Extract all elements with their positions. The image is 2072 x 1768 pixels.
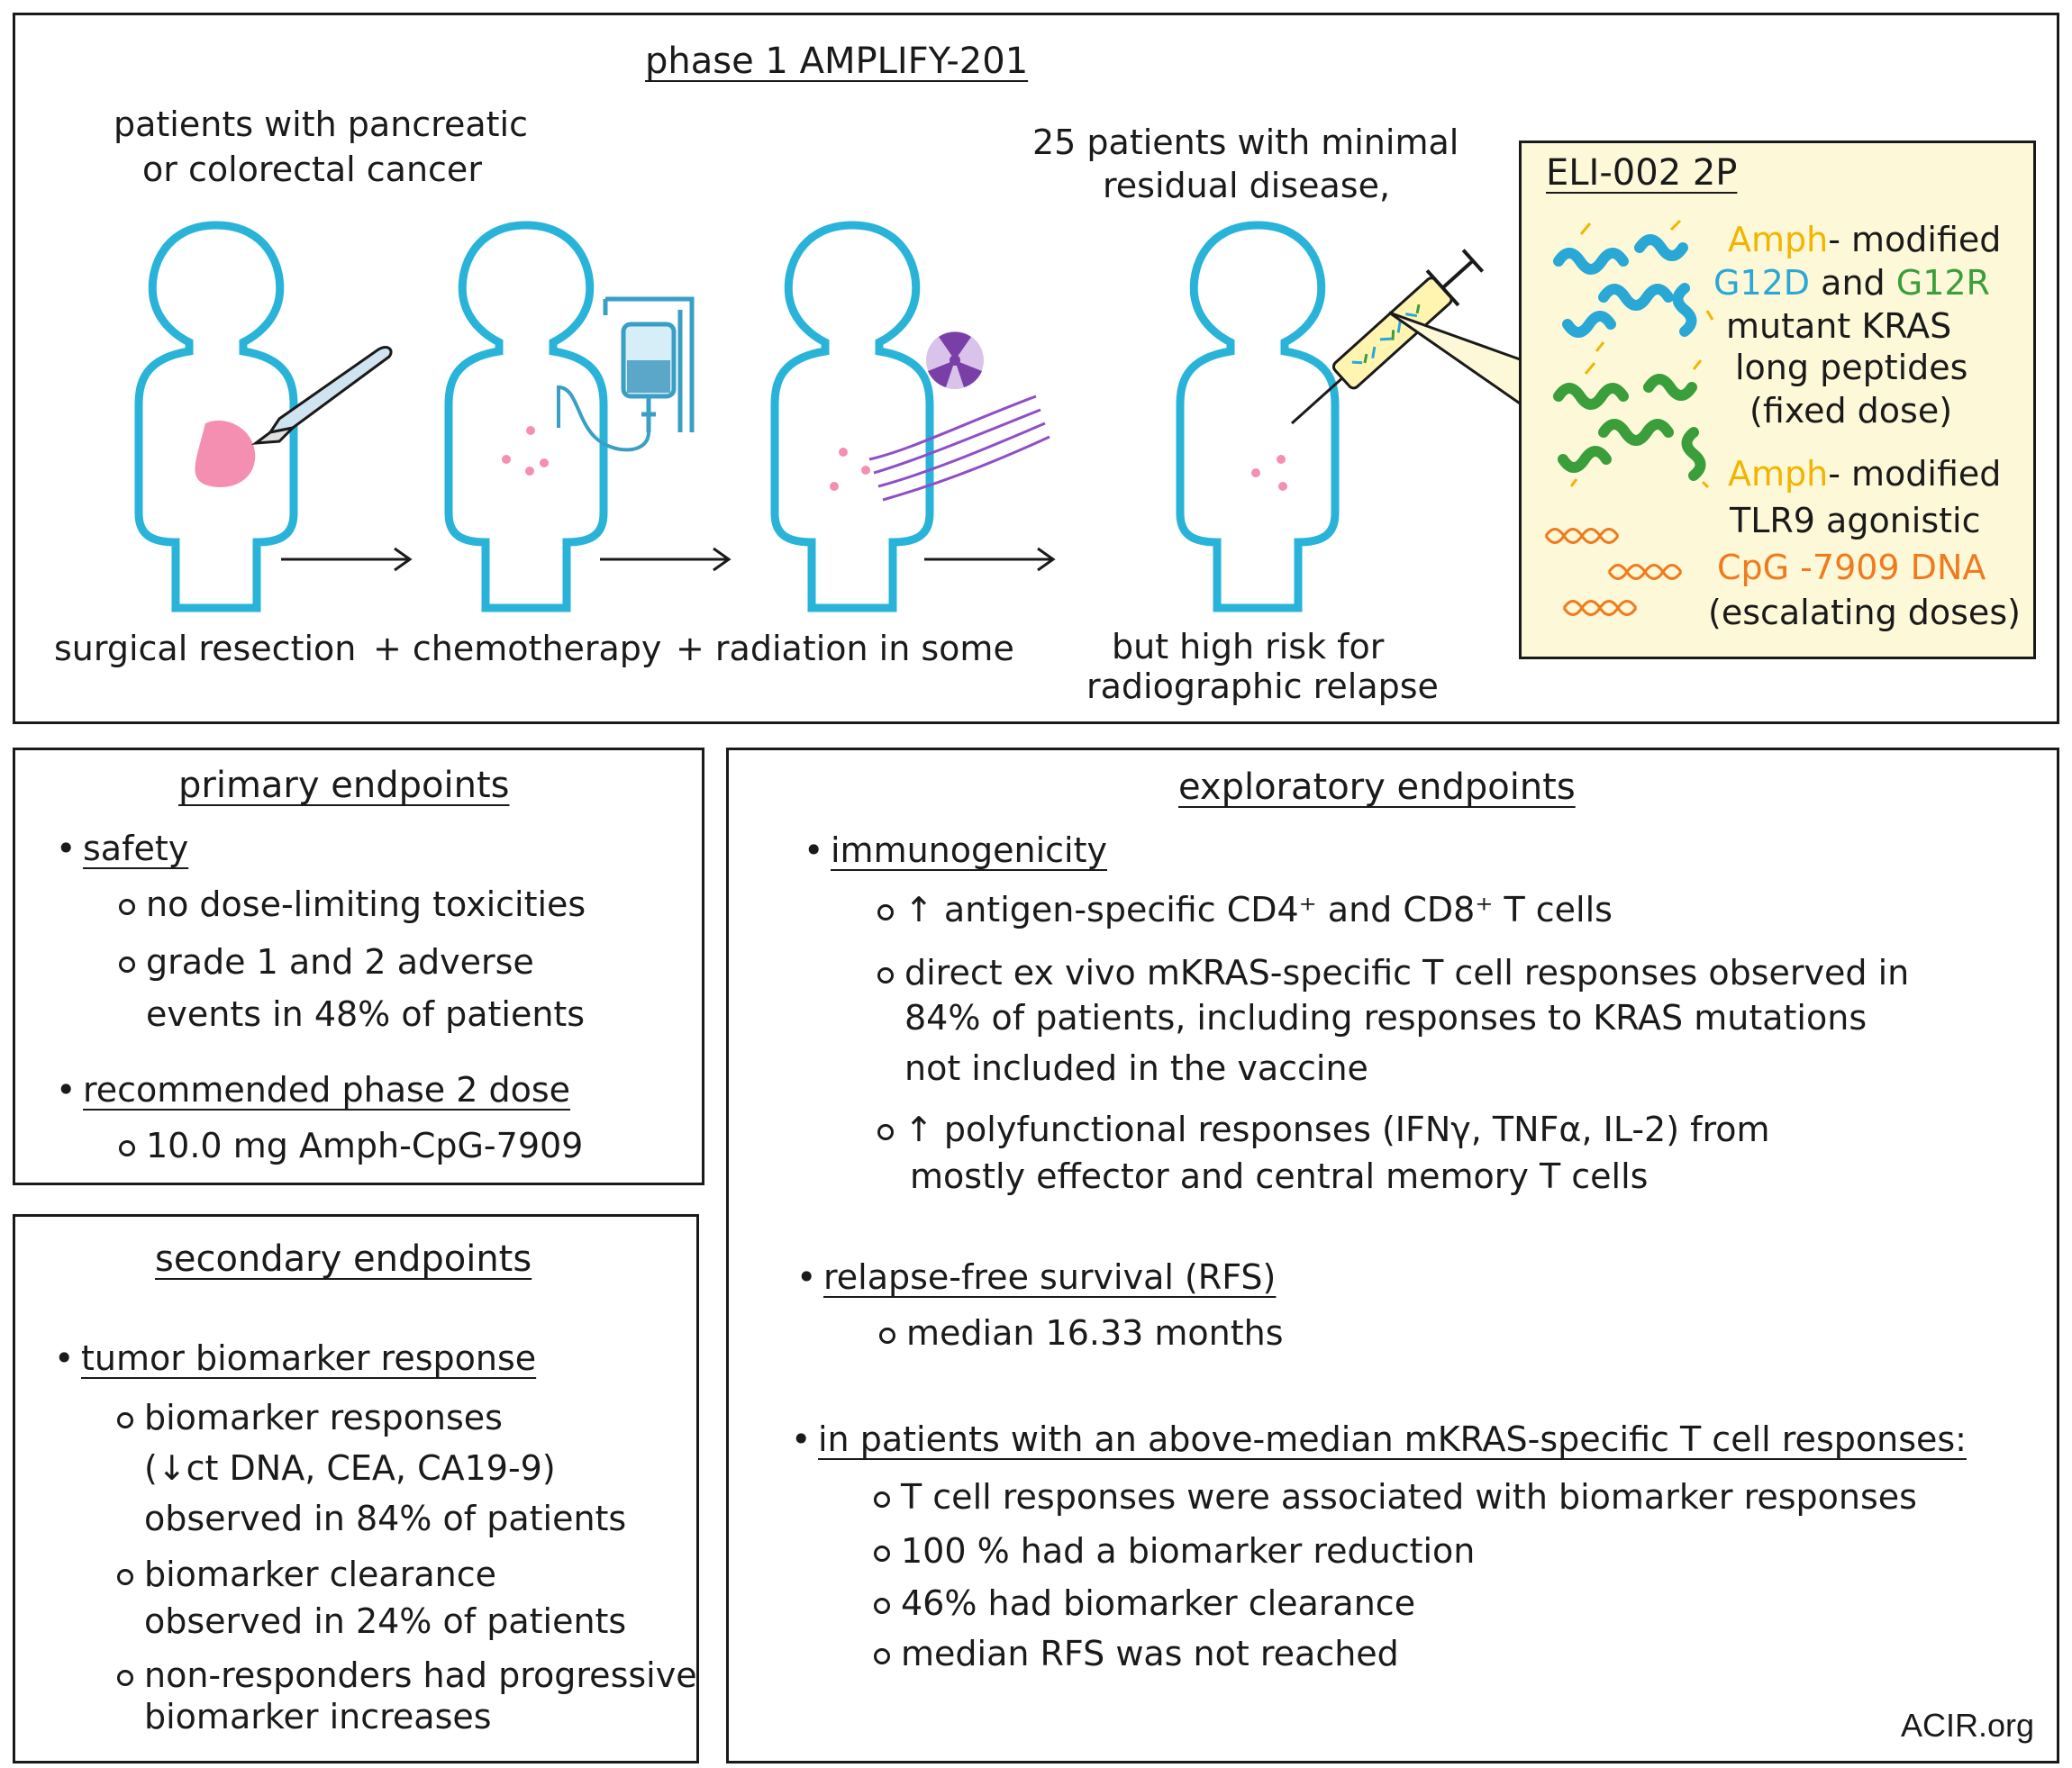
- iv-bag-icon: [557, 296, 695, 452]
- immuno-item-3: ↑ polyfunctional responses (IFNγ, TNFα, …: [877, 1110, 1770, 1149]
- immuno-item-3-cont: mostly effector and central memory T cel…: [910, 1156, 1649, 1196]
- immuno-item-2: direct ex vivo mKRAS-specific T cell res…: [877, 953, 1910, 993]
- patients-label-2: or colorectal cancer: [142, 150, 482, 189]
- biomarker-item-1: biomarker responses: [117, 1398, 503, 1437]
- exploratory-title: exploratory endpoints: [1178, 766, 1576, 808]
- safety-item-2-cont: events in 48% of patients: [146, 994, 586, 1034]
- arrow-right-icon: [924, 547, 1056, 572]
- amph-label-2: Amph: [1728, 454, 1829, 494]
- rfs-heading: relapse-free survival (RFS): [796, 1257, 1276, 1299]
- vaccine-amph-line-2: Amph- modified: [1728, 454, 2001, 495]
- amph-label: Amph: [1728, 220, 1829, 259]
- patient-figure-1: [134, 221, 298, 612]
- escalating-doses-label: (escalating doses): [1708, 593, 2021, 632]
- vaccine-title: ELI-002 2P: [1546, 152, 1738, 194]
- safety-item-1: no dose-limiting toxicities: [118, 884, 586, 924]
- step-radiation: + radiation in some: [676, 629, 1014, 668]
- vaccine-amph-line: Amph- modified: [1728, 220, 2001, 261]
- biomarker-item-1-cont: (↓ct DNA, CEA, CA19-9): [144, 1448, 556, 1488]
- mrd-label-2: residual disease,: [1103, 166, 1391, 205]
- primary-title: primary endpoints: [178, 765, 510, 806]
- biomarker-item-3-cont: biomarker increases: [144, 1697, 492, 1736]
- arrow-right-icon: [600, 547, 732, 572]
- vaccine-mutations-line: G12D and G12R: [1713, 263, 1990, 304]
- biomarker-item-2: biomarker clearance: [117, 1555, 496, 1594]
- mrd-label: 25 patients with minimal: [1032, 122, 1459, 162]
- immuno-item-2-cont-2: not included in the vaccine: [904, 1048, 1368, 1088]
- above-item-3: 46% had biomarker clearance: [873, 1583, 1416, 1623]
- safety-heading: safety: [56, 829, 188, 870]
- g12d-label: G12D: [1713, 263, 1811, 303]
- patients-label: patients with pancreatic: [114, 104, 528, 144]
- above-item-2: 100 % had a biomarker reduction: [873, 1531, 1476, 1571]
- rp2d-heading: recommended phase 2 dose: [56, 1070, 570, 1111]
- patient-figure-4: [1176, 221, 1340, 612]
- fixed-dose-label: (fixed dose): [1749, 391, 1953, 431]
- safety-item-2: grade 1 and 2 adverse: [119, 942, 534, 982]
- g12r-label: G12R: [1895, 263, 1990, 303]
- modified-label: - modified: [1828, 220, 2002, 259]
- secondary-title: secondary endpoints: [155, 1238, 532, 1280]
- biomarker-item-2-cont: observed in 24% of patients: [144, 1601, 627, 1641]
- immuno-item-1: ↑ antigen-specific CD4⁺ and CD8⁺ T cells: [877, 890, 1613, 929]
- long-peptides-label: long peptides: [1735, 348, 1968, 387]
- patient-figure-2: [444, 221, 608, 612]
- trial-title: phase 1 AMPLIFY-201: [645, 41, 1029, 82]
- and-label: and: [1821, 263, 1886, 303]
- tbr-heading: tumor biomarker response: [54, 1338, 536, 1380]
- mutant-kras-label: mutant KRAS: [1726, 306, 1952, 346]
- step-chemo: + chemotherapy: [373, 629, 662, 668]
- cpg-dna-icon: [1544, 528, 1683, 616]
- step-surgery: surgical resection: [54, 629, 357, 668]
- relapse-label: but high risk for: [1112, 627, 1385, 666]
- tlr9-label: TLR9 agonistic: [1730, 501, 1981, 540]
- rfs-median: median 16.33 months: [879, 1313, 1284, 1353]
- relapse-label-2: radiographic relapse: [1086, 666, 1439, 706]
- above-item-1: T cell responses were associated with bi…: [874, 1477, 1917, 1517]
- arrow-right-icon: [281, 547, 413, 572]
- immuno-item-2-cont: 84% of patients, including responses to …: [904, 998, 1868, 1038]
- biomarker-item-3: non-responders had progressive: [117, 1655, 697, 1695]
- patient-figure-3: [770, 221, 934, 612]
- source-credit: ACIR.org: [1901, 1707, 2035, 1744]
- syringe-icon: [1290, 249, 1485, 425]
- radiation-icon: [868, 331, 1050, 502]
- callout-pointer: [1388, 311, 1524, 408]
- biomarker-item-1-cont-2: observed in 84% of patients: [144, 1499, 627, 1538]
- above-median-heading: in patients with an above-median mKRAS-s…: [791, 1419, 1967, 1461]
- immunogenicity-heading: immunogenicity: [804, 830, 1107, 872]
- rp2d-dose: 10.0 mg Amph-CpG-7909: [118, 1126, 584, 1165]
- cpg-label: CpG -7909 DNA: [1717, 548, 1986, 587]
- scalpel-icon: [250, 346, 393, 445]
- exploratory-endpoints-panel: [726, 748, 2059, 1763]
- kras-peptides-icon: [1553, 219, 1714, 489]
- modified-label-2: - modified: [1828, 454, 2002, 494]
- above-item-4: median RFS was not reached: [874, 1634, 1399, 1673]
